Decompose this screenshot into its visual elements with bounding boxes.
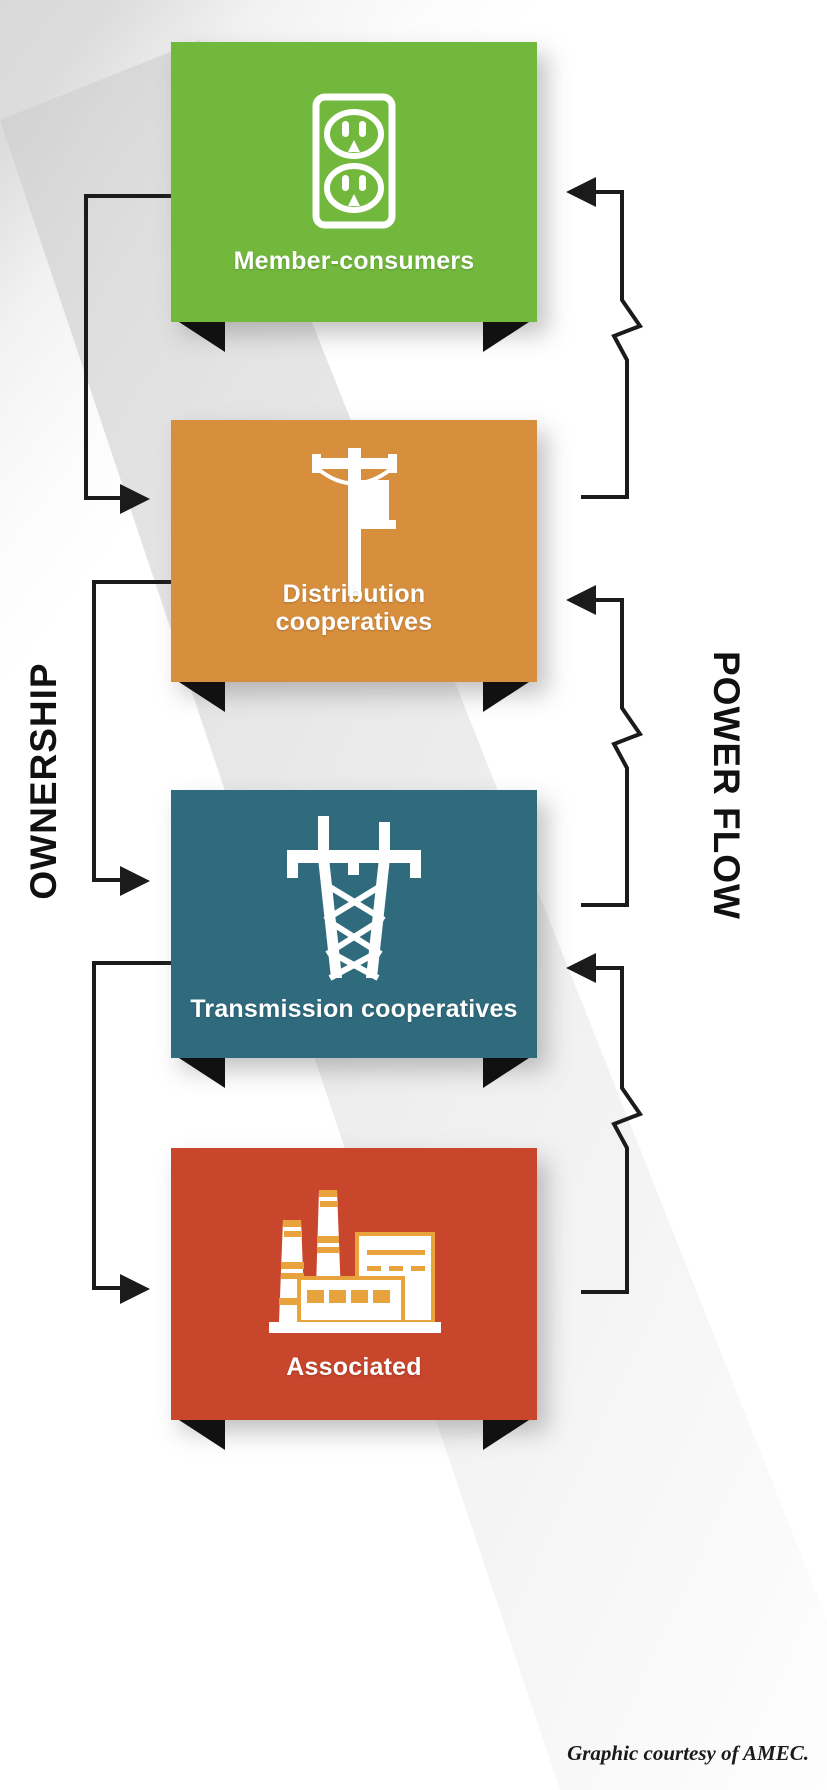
graphic-credit: Graphic courtesy of AMEC. bbox=[567, 1741, 809, 1765]
level-card-body: Associated bbox=[171, 1148, 537, 1450]
utility-pole-icon bbox=[171, 438, 537, 598]
power-flow-arrow-3 bbox=[581, 966, 644, 1294]
level-card-transmission-cooperatives[interactable]: Transmission cooperatives bbox=[171, 790, 537, 1088]
level-card-body: Distribution cooperatives bbox=[171, 420, 537, 712]
ownership-arrowhead-2 bbox=[120, 866, 150, 896]
transmission-tower-icon bbox=[171, 812, 537, 982]
power-plant-icon bbox=[171, 1174, 537, 1344]
level-card-body: Transmission cooperatives bbox=[171, 790, 537, 1088]
power-flow-arrow-1 bbox=[581, 190, 644, 499]
level-card-label: Transmission cooperatives bbox=[190, 995, 518, 1023]
level-card-label-line1: Distribution bbox=[282, 580, 426, 608]
power-flow-arrow-2 bbox=[581, 598, 644, 907]
level-card-member-consumers[interactable]: Member-consumers bbox=[171, 42, 537, 352]
level-card-label-line2: cooperatives bbox=[275, 608, 433, 636]
level-card-associated[interactable]: Associated bbox=[171, 1148, 537, 1450]
level-card-label: Distribution cooperatives bbox=[171, 580, 537, 636]
level-card-label: Member-consumers bbox=[233, 247, 475, 275]
ownership-arrow-3 bbox=[92, 961, 171, 1290]
ownership-arrowhead-3 bbox=[120, 1274, 150, 1304]
ownership-axis-label: OWNERSHIP bbox=[23, 662, 64, 900]
power-flow-arrowhead-1 bbox=[566, 177, 596, 207]
ownership-arrowhead-1 bbox=[120, 484, 150, 514]
power-flow-arrowhead-2 bbox=[566, 585, 596, 615]
ownership-arrow-2 bbox=[92, 580, 171, 882]
ownership-arrow-1 bbox=[84, 194, 171, 500]
level-card-distribution-cooperatives[interactable]: Distribution cooperatives bbox=[171, 420, 537, 712]
level-card-body: Member-consumers bbox=[171, 42, 537, 352]
electrical-outlet-icon bbox=[171, 92, 537, 230]
level-card-label: Associated bbox=[286, 1353, 422, 1381]
power-flow-axis-label: POWER FLOW bbox=[706, 651, 747, 920]
power-flow-arrowhead-3 bbox=[566, 953, 596, 983]
